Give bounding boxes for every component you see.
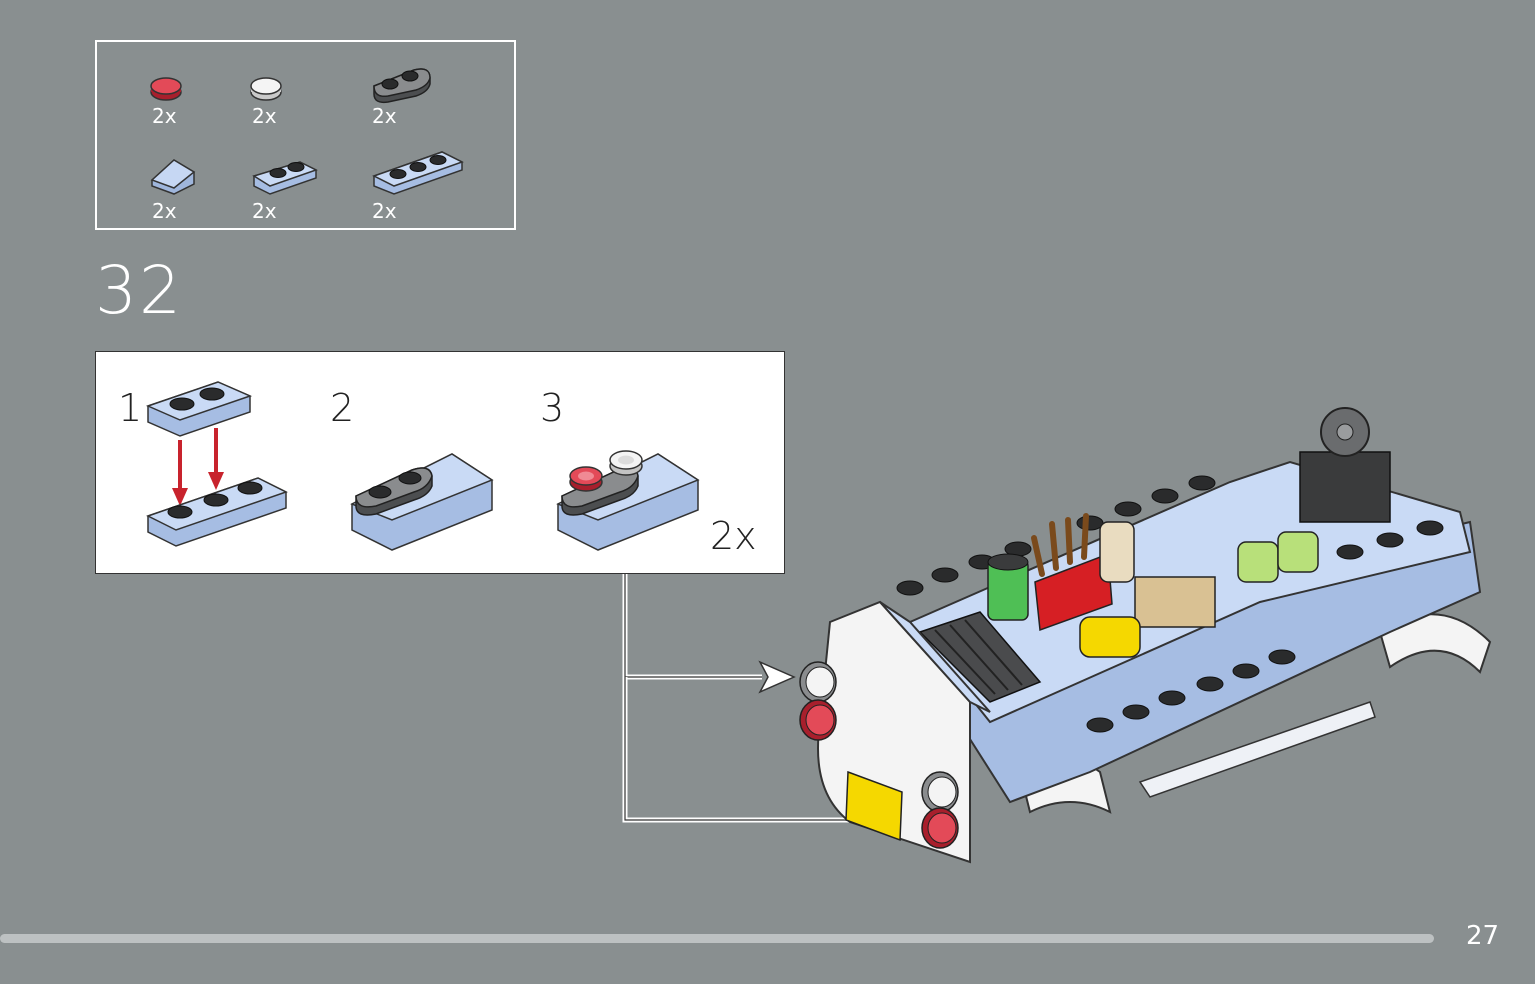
substep-number: 2 [330, 386, 355, 430]
part-qty: 2x [252, 199, 277, 223]
part-qty: 2x [372, 199, 397, 223]
substep-3-illustration [556, 450, 700, 551]
part-grey-rounded-plate-icon [373, 68, 431, 104]
subassembly-multiplier: 2x [710, 514, 757, 558]
substep-1-illustration [145, 381, 288, 547]
step-number: 32 [95, 252, 183, 329]
model-assembly-illustration [799, 407, 1492, 864]
part-white-round-tile-icon [250, 77, 282, 101]
substep-number: 1 [118, 386, 143, 430]
page-number: 27 [1466, 921, 1500, 951]
part-qty: 2x [152, 199, 177, 223]
part-qty: 2x [252, 104, 277, 128]
part-light-blue-plate-1x3-icon [372, 151, 464, 195]
part-red-round-tile-icon [150, 77, 182, 101]
substep-2-illustration [350, 453, 494, 551]
part-light-blue-slope-icon [150, 159, 196, 195]
part-qty: 2x [372, 104, 397, 128]
parts-list-box [95, 40, 516, 230]
part-qty: 2x [152, 104, 177, 128]
page-progress-bar [0, 934, 1434, 943]
part-light-blue-plate-1x2-icon [252, 161, 318, 195]
substep-number: 3 [540, 386, 565, 430]
